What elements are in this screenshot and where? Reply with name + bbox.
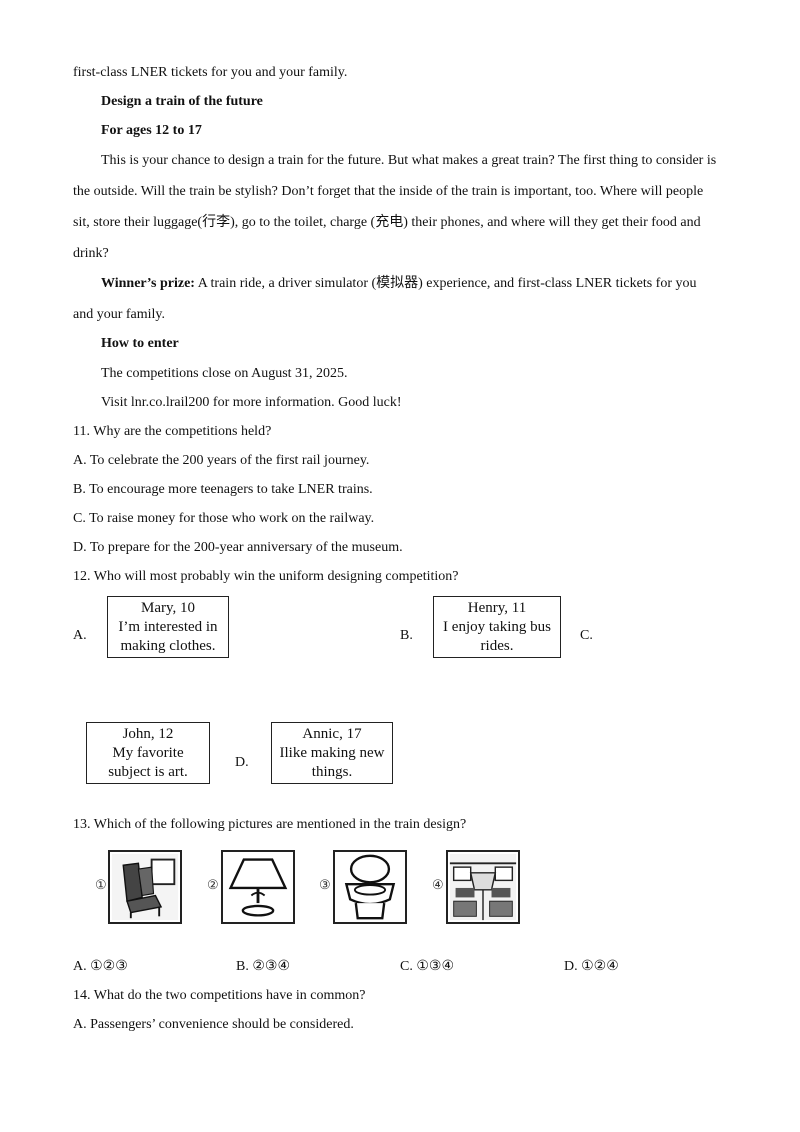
option-d: D. To prepare for the 200-year anniversa… [73,540,403,555]
option-d-label: D. [235,755,249,770]
card-line: subject is art. [108,763,188,780]
age-range: For ages 12 to 17 [101,123,202,138]
toilet-icon [333,850,407,924]
option-b: B. ②③④ [236,959,290,974]
pic-label-2: ② [207,877,219,892]
option-a-label: A. [73,628,87,643]
question-13: 13. Which of the following pictures are … [73,817,467,832]
prize-text: A train ride, a driver simulator (模拟器) e… [194,276,697,291]
pic-label-4: ④ [432,877,444,892]
prize-label: Winner’s prize: [101,276,195,291]
card-line: making clothes. [120,637,216,654]
option-a: A. ①②③ [73,959,128,974]
option-b: B. To encourage more teenagers to take L… [73,482,373,497]
option-c: C. ①③④ [400,959,454,974]
card-line: I enjoy taking bus [443,618,551,635]
paragraph-line: and your family. [73,307,166,322]
option-d: D. ①②④ [564,959,619,974]
paragraph-line: The competitions close on August 31, 202… [101,366,348,381]
card-line: Annic, 17 [302,725,362,742]
candidate-card-c: John, 12 My favorite subject is art. [86,722,210,784]
paragraph-line: Visit lnr.co.lrail200 for more informati… [101,395,402,410]
paragraph-line: This is your chance to design a train fo… [101,153,717,168]
option-c-label: C. [580,628,593,643]
card-line: I’m interested in [118,618,218,635]
passage-line: first-class LNER tickets for you and you… [73,65,348,80]
train-dining-car-icon [446,850,520,924]
option-b-label: B. [400,628,413,643]
candidate-card-d: Annic, 17 Ilike making new things. [271,722,393,784]
train-seat-icon [108,850,182,924]
pic-label-3: ③ [319,877,331,892]
candidate-card-a: Mary, 10 I’m interested in making clothe… [107,596,229,658]
card-line: Mary, 10 [140,599,196,616]
card-line: Henry, 11 [467,599,527,616]
candidate-card-b: Henry, 11 I enjoy taking bus rides. [433,596,561,658]
paragraph-line: sit, store their luggage(行李), go to the … [73,215,701,230]
option-a: A. Passengers’ convenience should be con… [73,1017,354,1032]
card-line: rides. [480,637,514,654]
lamp-icon [221,850,295,924]
question-12: 12. Who will most probably win the unifo… [73,569,459,584]
option-a: A. To celebrate the 200 years of the fir… [73,453,370,468]
card-line: things. [311,763,353,780]
prize-line: Winner’s prize: A train ride, a driver s… [101,275,697,293]
card-line: Ilike making new [279,744,385,761]
option-c: C. To raise money for those who work on … [73,511,375,526]
paragraph-line: the outside. Will the train be stylish? … [73,184,704,199]
question-11: 11. Why are the competitions held? [73,424,272,439]
card-line: My favorite [112,744,184,761]
card-line: John, 12 [122,725,174,742]
question-14: 14. What do the two competitions have in… [73,988,366,1003]
section-heading: Design a train of the future [101,94,263,109]
pic-label-1: ① [95,877,107,892]
paragraph-line: drink? [73,246,109,261]
section-heading: How to enter [101,336,179,351]
